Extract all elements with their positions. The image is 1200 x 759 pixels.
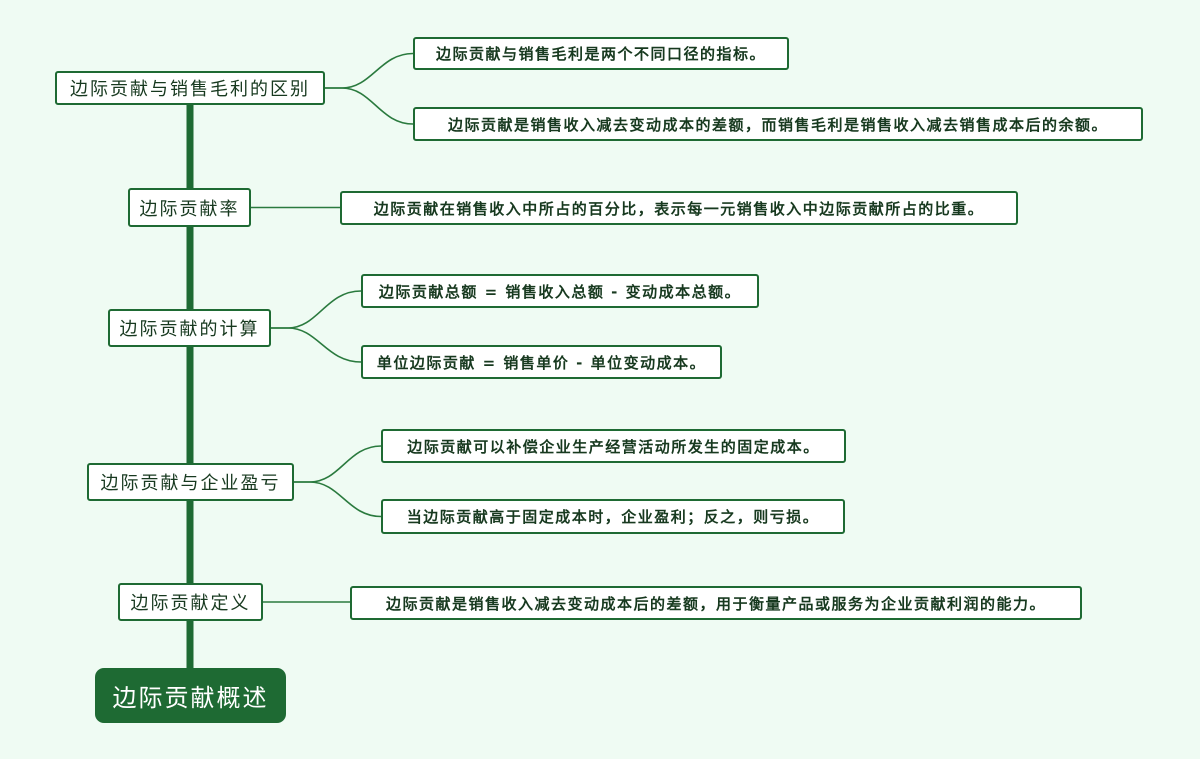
leaf-text: 边际贡献在销售收入中所占的百分比，表示每一元销售收入中边际贡献所占的比重。 bbox=[373, 199, 985, 218]
connector-branch-3-leaf-2 bbox=[271, 327, 362, 363]
branch-label: 边际贡献的计算 bbox=[119, 319, 260, 340]
root-node[interactable]: 边际贡献概述 bbox=[95, 668, 286, 723]
leaf-text: 边际贡献是销售收入减去变动成本的差额，而销售毛利是销售收入减去销售成本后的余额。 bbox=[447, 115, 1108, 134]
branch-label: 边际贡献与销售毛利的区别 bbox=[70, 79, 310, 100]
leaf-node[interactable]: 边际贡献在销售收入中所占的百分比，表示每一元销售收入中边际贡献所占的比重。 bbox=[340, 191, 1018, 225]
root-label: 边际贡献概述 bbox=[112, 684, 269, 712]
leaf-text: 当边际贡献高于固定成本时，企业盈利；反之，则亏损。 bbox=[406, 508, 820, 526]
leaf-node[interactable]: 边际贡献是销售收入减去变动成本后的差额，用于衡量产品或服务为企业贡献利润的能力。 bbox=[350, 586, 1082, 620]
leaf-node[interactable]: 边际贡献可以补偿企业生产经营活动所发生的固定成本。 bbox=[381, 429, 846, 463]
leaf-node[interactable]: 边际贡献总额 = 销售收入总额 - 变动成本总额。 bbox=[361, 274, 759, 308]
branch-label: 边际贡献与企业盈亏 bbox=[100, 473, 281, 494]
branch-node-margin-vs-gross-profit[interactable]: 边际贡献与销售毛利的区别 bbox=[55, 71, 325, 105]
leaf-node[interactable]: 边际贡献与销售毛利是两个不同口径的指标。 bbox=[413, 37, 789, 70]
connector-branch-1-leaf-2 bbox=[325, 87, 414, 125]
leaf-text: 边际贡献与销售毛利是两个不同口径的指标。 bbox=[435, 45, 766, 63]
leaf-text: 边际贡献可以补偿企业生产经营活动所发生的固定成本。 bbox=[407, 437, 820, 456]
branch-node-calculation[interactable]: 边际贡献的计算 bbox=[108, 309, 271, 347]
branch-label: 边际贡献率 bbox=[139, 198, 240, 220]
leaf-text: 单位边际贡献 = 销售单价 - 单位变动成本。 bbox=[376, 353, 707, 372]
branch-node-profit-loss[interactable]: 边际贡献与企业盈亏 bbox=[87, 463, 294, 501]
branch-node-definition[interactable]: 边际贡献定义 bbox=[118, 583, 263, 621]
connector-branch-4-leaf-2 bbox=[294, 481, 382, 518]
connector-branch-3-leaf-1 bbox=[271, 290, 362, 329]
leaf-node[interactable]: 当边际贡献高于固定成本时，企业盈利；反之，则亏损。 bbox=[381, 499, 845, 534]
connector-branch-4-leaf-1 bbox=[294, 445, 382, 483]
leaf-text: 边际贡献总额 = 销售收入总额 - 变动成本总额。 bbox=[378, 282, 742, 301]
connector-branch-1-leaf-1 bbox=[325, 52, 414, 89]
branch-node-contribution-ratio[interactable]: 边际贡献率 bbox=[128, 188, 251, 227]
leaf-text: 边际贡献是销售收入减去变动成本后的差额，用于衡量产品或服务为企业贡献利润的能力。 bbox=[385, 594, 1046, 613]
leaf-node[interactable]: 单位边际贡献 = 销售单价 - 单位变动成本。 bbox=[361, 345, 722, 379]
branch-label: 边际贡献定义 bbox=[130, 593, 251, 614]
leaf-node[interactable]: 边际贡献是销售收入减去变动成本的差额，而销售毛利是销售收入减去销售成本后的余额。 bbox=[413, 107, 1143, 141]
